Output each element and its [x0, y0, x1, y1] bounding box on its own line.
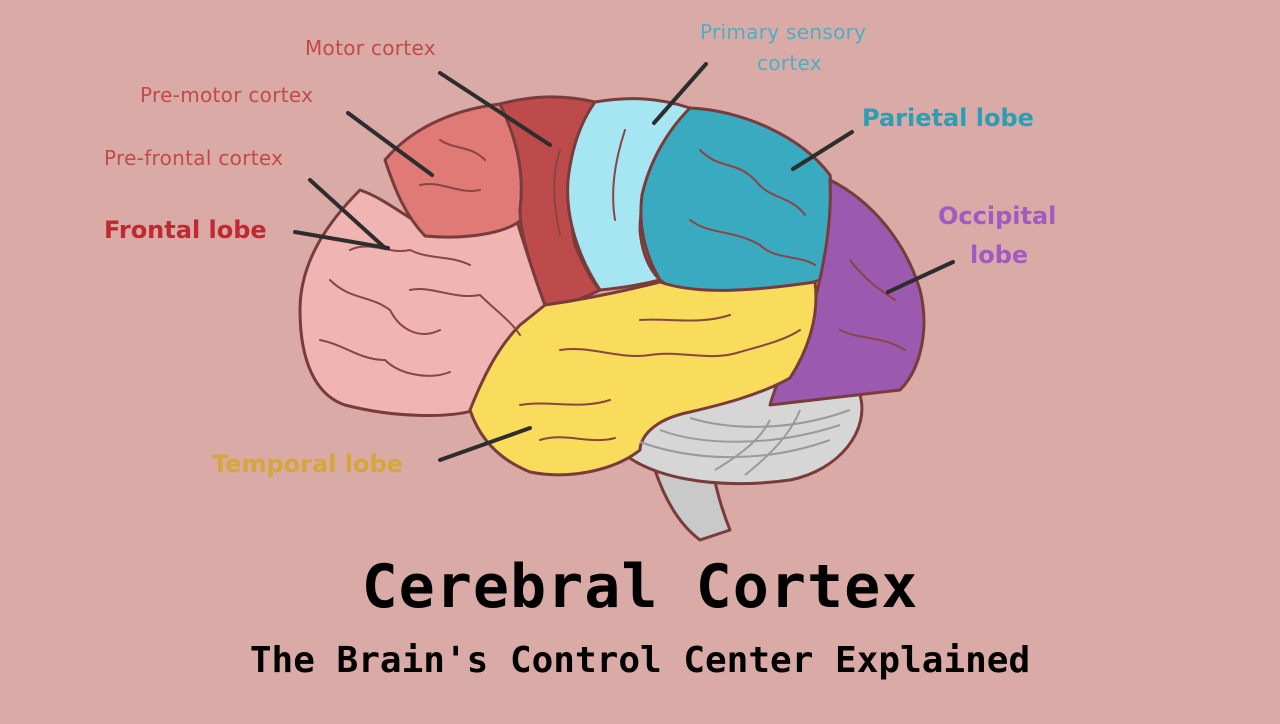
primary-sensory-pointer: [652, 62, 708, 125]
leader-lines: [293, 62, 955, 462]
label-primary-sensory-line2: cortex: [757, 51, 822, 75]
occipital-region: [768, 178, 926, 407]
label-prefrontal-cortex: Pre-frontal cortex: [104, 146, 284, 170]
premotor-pointer: [346, 111, 434, 177]
parietal-pointer: [791, 130, 854, 171]
page-subtitle: The Brain's Control Center Explained: [249, 640, 1031, 681]
label-occipital-line1: Occipital: [938, 202, 1057, 230]
label-premotor-cortex: Pre-motor cortex: [140, 83, 314, 107]
temporal-pointer: [438, 426, 532, 462]
prefrontal-pointer: [308, 178, 387, 250]
label-primary-sensory-line1: Primary sensory: [700, 20, 867, 44]
occipital-pointer: [886, 260, 955, 294]
label-occipital-line2: lobe: [970, 241, 1029, 269]
label-temporal-lobe: Temporal lobe: [212, 450, 403, 478]
frontal-lobe-pointer: [293, 230, 390, 250]
gyri-folds: [319, 129, 906, 442]
label-motor-cortex: Motor cortex: [305, 36, 436, 60]
label-parietal-lobe: Parietal lobe: [862, 104, 1034, 132]
temporal-region: [468, 280, 818, 477]
page-title: Cerebral Cortex: [361, 552, 919, 622]
cerebellum-folds: [639, 409, 851, 476]
label-frontal-lobe: Frontal lobe: [104, 216, 267, 244]
motor-cortex-pointer: [438, 71, 552, 147]
parietal-region: [639, 106, 834, 298]
